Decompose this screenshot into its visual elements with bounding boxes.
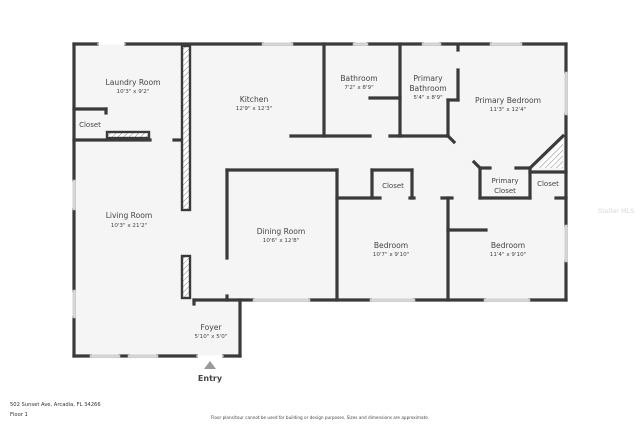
room-closet-right-name: Closet: [537, 180, 559, 188]
room-bathroom-name: Bathroom: [340, 74, 377, 83]
walls: [72, 42, 568, 358]
property-address: 502 Sunset Ave, Arcadia, FL 34266: [10, 402, 101, 408]
entry-label: Entry: [198, 374, 223, 383]
room-dining-name: Dining Room: [257, 227, 306, 236]
room-bathroom-dim: 7'2" x 8'9": [344, 85, 374, 91]
room-laundry-closet-name: Closet: [79, 121, 101, 129]
room-bedroom-2-dim: 11'4" x 9'10": [490, 252, 527, 258]
room-primary-closet-name-2: Closet: [494, 187, 516, 195]
room-dining-dim: 10'6" x 12'8": [263, 238, 300, 244]
watermark: Stellar MLS: [598, 207, 635, 215]
floor-area: [74, 44, 566, 356]
room-foyer-dim: 5'10" x 5'0": [195, 334, 228, 340]
room-bedroom-1-name: Bedroom: [374, 241, 408, 250]
openings: [97, 43, 224, 357]
room-primary-bathroom-name-1: Primary: [413, 74, 443, 83]
room-primary-bedroom-name: Primary Bedroom: [475, 96, 541, 105]
entry-arrow-icon: [204, 361, 216, 369]
room-bedroom-2-name: Bedroom: [491, 241, 525, 250]
room-living-dim: 10'3" x 21'2": [111, 223, 148, 229]
room-hall-closet-name: Closet: [382, 182, 404, 190]
floor-label: Floor 1: [10, 412, 28, 418]
hatched-walls: [105, 44, 563, 300]
room-primary-bathroom-dim: 5'4" x 8'9": [413, 95, 443, 101]
room-primary-closet-name-1: Primary: [491, 177, 518, 185]
room-primary-bathroom-name-2: Bathroom: [409, 84, 446, 93]
room-kitchen-name: Kitchen: [240, 95, 269, 104]
room-primary-bedroom-dim: 11'3" x 12'4": [490, 107, 527, 113]
room-laundry-name: Laundry Room: [106, 78, 161, 87]
room-foyer-name: Foyer: [200, 323, 222, 332]
room-laundry-dim: 10'3" x 9'2": [117, 89, 150, 95]
room-bedroom-1-dim: 10'7" x 9'10": [373, 252, 410, 258]
windows: [72, 42, 568, 358]
room-kitchen-dim: 12'9" x 12'3": [236, 106, 273, 112]
disclaimer: Floor plans/tour cannot be used for buil…: [210, 415, 430, 420]
room-living-name: Living Room: [106, 211, 153, 220]
